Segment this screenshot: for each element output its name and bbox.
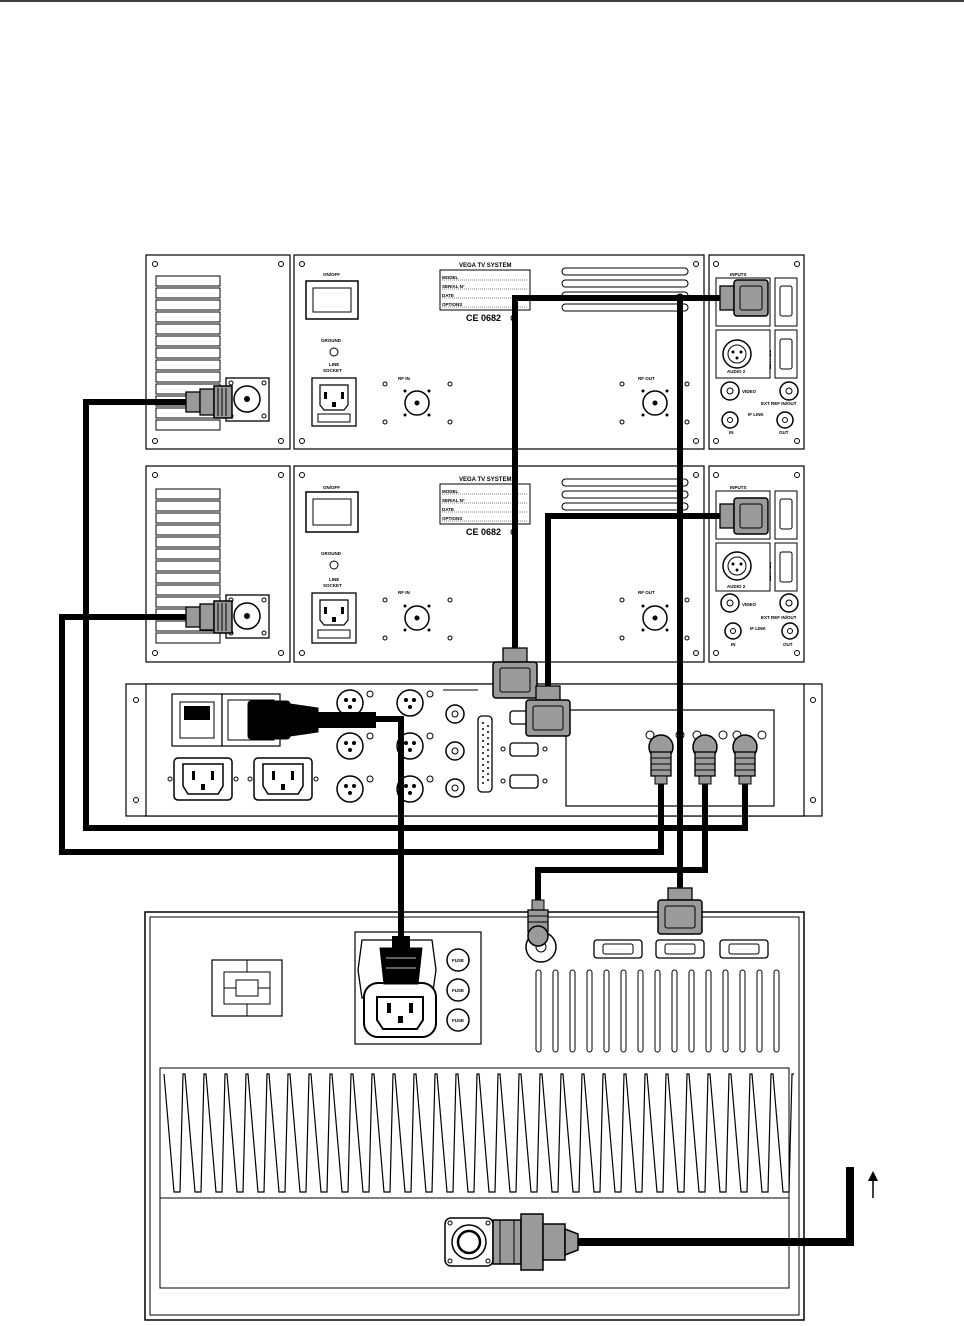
- vent-slot: [756, 969, 763, 1053]
- rf-in-label: RF IN: [398, 590, 410, 595]
- fuse-label-2: FUSE: [452, 988, 464, 993]
- vent-slot: [552, 969, 559, 1053]
- bnc-plug-amplifier: [527, 899, 549, 947]
- rf-cable-3: [535, 782, 708, 903]
- bnc-plug-rack-3: [732, 734, 758, 785]
- rack-distribution-unit: [125, 683, 823, 817]
- rf-plug-exciter-1: [185, 385, 233, 419]
- svg-text:SERIAL N°: SERIAL N°: [442, 284, 465, 289]
- svg-text:VIDEO: VIDEO: [742, 602, 757, 607]
- bnc-plug-rack-2: [692, 734, 718, 785]
- mains-cable: [375, 716, 404, 940]
- vent-slot: [620, 969, 627, 1053]
- svg-text:IN: IN: [729, 430, 734, 435]
- exciter-unit-1: ON/OFF GROUND LINE SOCKET RF IN RF OUT V…: [145, 254, 805, 450]
- db9-plug-rack-1: [492, 647, 538, 699]
- vent-slot: [773, 969, 780, 1053]
- fuse-label-1: FUSE: [452, 958, 464, 963]
- vent-slot: [603, 969, 610, 1053]
- control-cable-2: [545, 513, 722, 689]
- db9-plug-rack-2: [525, 685, 571, 737]
- iec-plug-rack: [247, 700, 376, 740]
- vent-slot: [671, 969, 678, 1053]
- rf-out-label: RF OUT: [638, 590, 655, 595]
- ce-mark: CE 0682: [466, 527, 501, 537]
- ground-label: GROUND: [321, 338, 342, 343]
- svg-text:DATE: DATE: [442, 293, 454, 298]
- svg-text:DATE: DATE: [442, 507, 454, 512]
- ground-label: GROUND: [321, 551, 342, 556]
- system-title: VEGA TV SYSTEM: [459, 263, 511, 269]
- vent-slot: [569, 969, 576, 1053]
- svg-text:IN: IN: [731, 642, 736, 647]
- onoff-label: ON/OFF: [323, 272, 340, 277]
- svg-text:INPUTS: INPUTS: [730, 272, 747, 277]
- vent-slot: [535, 969, 542, 1053]
- svg-text:OUT: OUT: [779, 430, 789, 435]
- ce-mark: CE 0682: [466, 313, 501, 323]
- svg-text:OUT: OUT: [783, 642, 793, 647]
- svg-text:AUDIO 2: AUDIO 2: [727, 369, 746, 374]
- svg-text:EXT REF IN/OUT: EXT REF IN/OUT: [761, 401, 797, 406]
- db9-plug-exciter-1: [719, 279, 769, 317]
- svg-text:IF LINK: IF LINK: [748, 412, 764, 417]
- rf-out-label: RF OUT: [638, 376, 655, 381]
- svg-text:SOCKET: SOCKET: [323, 368, 342, 373]
- heatsink-teeth: [163, 1073, 794, 1193]
- db9-plug-exciter-2: [719, 497, 769, 535]
- svg-text:SOCKET: SOCKET: [323, 583, 342, 588]
- vent-slots: [535, 969, 780, 1053]
- system-title: VEGA TV SYSTEM: [459, 477, 511, 483]
- ground-terminal: [329, 560, 339, 570]
- svg-text:EXT REF IN/OUT: EXT REF IN/OUT: [761, 615, 797, 620]
- svg-text:AUDIO 2: AUDIO 2: [727, 584, 746, 589]
- vent-slot: [739, 969, 746, 1053]
- rf-plug-exciter-2: [185, 600, 233, 634]
- power-amplifier-unit: FUSE FUSE FUSE: [144, 911, 805, 1321]
- onoff-label: ON/OFF: [323, 485, 340, 490]
- exciter-unit-2: ON/OFF GROUND LINE SOCKET RF IN RF OUT V…: [145, 465, 805, 663]
- ground-terminal: [329, 347, 339, 357]
- svg-text:OPTIONS: OPTIONS: [442, 302, 462, 307]
- svg-text:MODEL: MODEL: [442, 275, 459, 280]
- rf-in-label: RF IN: [398, 376, 410, 381]
- fuse-label-3: FUSE: [452, 1018, 464, 1023]
- line-socket-label: LINE: [329, 362, 339, 367]
- vent-slot: [722, 969, 729, 1053]
- db9-plug-amplifier: [657, 887, 703, 935]
- arrow-up-icon: [868, 1171, 878, 1198]
- control-cable-1: [512, 295, 722, 650]
- vent-slot: [654, 969, 661, 1053]
- svg-text:INPUTS: INPUTS: [730, 485, 747, 490]
- svg-text:OPTIONS: OPTIONS: [442, 516, 462, 521]
- svg-text:VIDEO: VIDEO: [742, 389, 757, 394]
- vent-slot: [586, 969, 593, 1053]
- iec-plug-amplifier: [379, 936, 423, 985]
- vent-slot: [637, 969, 644, 1053]
- bnc-plug-rack-1: [648, 734, 674, 785]
- vent-slot: [688, 969, 695, 1053]
- rf-cable-1: [83, 399, 748, 831]
- svg-text:MODEL: MODEL: [442, 489, 459, 494]
- vent-slot: [705, 969, 712, 1053]
- svg-text:IF LINK: IF LINK: [750, 626, 766, 631]
- cables: [59, 295, 854, 1246]
- rf-cable-2: [59, 614, 664, 855]
- line-socket-label: LINE: [329, 577, 339, 582]
- antenna-cable: [578, 1167, 854, 1246]
- svg-text:SERIAL N°: SERIAL N°: [442, 498, 465, 503]
